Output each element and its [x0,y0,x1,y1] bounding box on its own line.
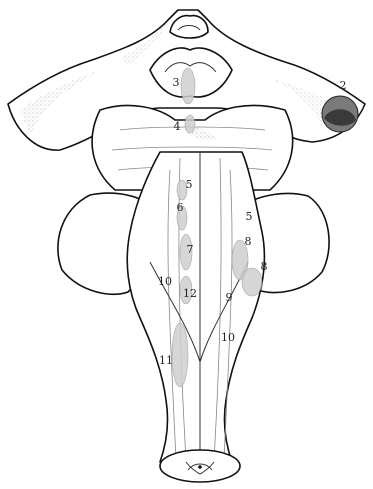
medulla [127,152,264,462]
label-8-lower: 8 [261,260,268,273]
label-5-right: 5 [246,210,253,223]
label-12: 12 [183,287,197,300]
label-3: 3 [173,76,180,89]
label-5-left: 5 [186,178,193,191]
label-10-right: 10 [221,331,235,344]
spinal-cord-section [160,450,240,482]
label-9: 9 [226,291,233,304]
structure-2 [322,96,358,132]
label-6: 6 [177,201,184,214]
label-7: 7 [187,243,194,256]
label-10-left: 10 [158,275,172,288]
label-8-upper: 8 [245,235,252,248]
label-2: 2 [340,79,347,92]
label-11: 11 [159,354,173,367]
label-4: 4 [174,120,181,133]
